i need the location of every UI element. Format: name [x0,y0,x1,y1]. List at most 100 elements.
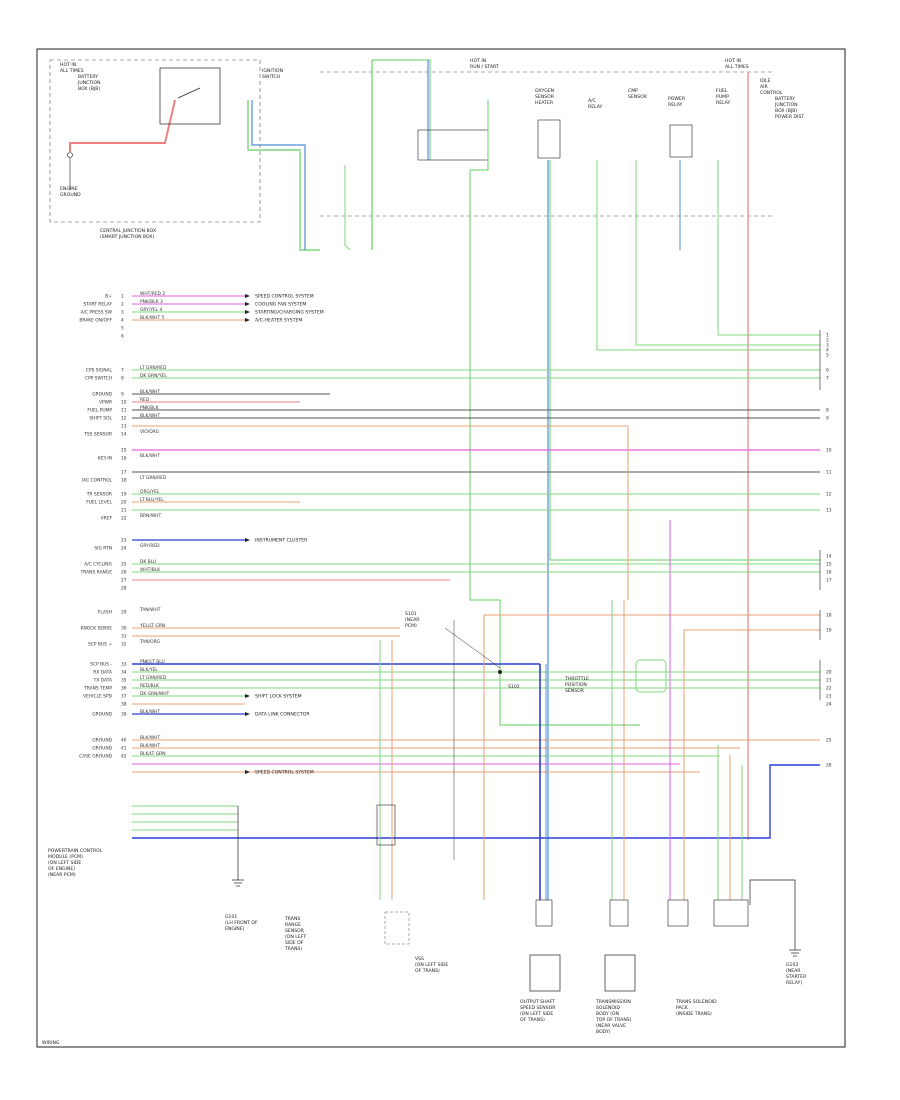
wire-color-code: BLK/WHT [140,413,160,419]
right-connector-pin: 5 [826,353,829,359]
oxygen-heater-relay [537,119,561,159]
pcm-pin-number: 35 [121,678,127,684]
hot-run-feed-branch [372,59,431,160]
wire-color-code: BLK/WHT [140,389,160,395]
component-label-engine-ground: GROUND [60,192,81,198]
component-label-fuse-pack: TRANS SOLENOID [675,999,717,1005]
pcm-pin-number: 3 [121,310,124,316]
component-label-comp-5: FUEL [716,88,728,94]
wire-color-code: GRY/YEL 4 [140,307,163,313]
bottom-drop-wires [237,426,820,900]
pcm-pin-number: 33 [121,662,127,668]
cross-reference-note: DATA LINK CONNECTOR [255,712,310,718]
pcm-pin-number: 24 [121,546,127,552]
pcm-pin-label: TX DATA [93,678,112,684]
wire-color-code: BLK/WHT [140,709,160,715]
component-label-hot-right: ALL TIMES [725,64,749,70]
component-label-central-junction: (SMART JUNCTION BOX) [100,234,155,240]
wire-color-code: PNK/BLK [140,405,159,411]
pcm-pin-number: 11 [121,408,127,414]
component-label-ground-g1: ENGINE) [225,926,245,932]
wire-color-code: YEL/LT GRN [139,623,165,629]
pcm-pin-label: VREF [101,516,113,522]
wire-color-code: BLK/WHT [140,735,160,741]
pcm-pin-number: 28 [121,586,127,592]
pcm-pin-label: SHIFT SOL [89,416,112,422]
component-label-trans-temp: RANGE [285,922,301,928]
component-label-comp-2: A/C [588,98,596,104]
component-label-trans-temp: TRANS [284,916,300,922]
pcm-pin-label: VPWR [99,400,112,406]
splice-s101 [498,670,502,674]
ignition-run-wire [247,100,320,251]
right-connector-pin: 9 [826,416,829,422]
pcm-pin-number: 22 [121,516,127,522]
right-connector-pin: 4 [826,348,829,354]
splice-leader [444,627,501,669]
component-label-shift-sensor: OUTPUT SHAFT [520,999,555,1005]
component-label-ignition-switch: SWITCH [262,74,280,80]
pcm-pin-number: 25 [121,562,127,568]
component-label-ignition-switch: IGNITION [262,68,283,74]
wire-color-code: PNK/LT BLU [140,659,165,665]
component-label-pcm: MODULE (PCM) [48,854,83,860]
component-label-shift-sensor: SPEED SENSOR [520,1005,556,1011]
pcm-pin-number: 7 [121,368,124,374]
throttle-sensor-label: SENSOR [565,688,585,694]
pcm-pin-label: B+ [105,294,112,300]
right-connector-pin: 21 [826,678,832,684]
component-label-hot-left: HOT IN [60,62,76,68]
throttle-sensor-label: THROTTLE [564,676,589,682]
battery-feed-wire [69,99,176,152]
pcm-pin-number: 16 [121,456,127,462]
wire-color-code: GRY/RED [140,543,160,549]
pcm-pin-label: GROUND [92,738,112,744]
arrow-icon [245,310,250,314]
wire-color-code: LT GRN/RED [140,675,167,681]
pcm-pin-number: 20 [121,500,127,506]
pcm-pin-label: CPS SIGNAL [86,368,113,374]
right-connector-pin: 20 [826,670,832,676]
fuse-output-1 [344,165,351,251]
pcm-pin-number: 42 [121,754,127,760]
cross-reference-note: SPEED CONTROL SYSTEM [255,294,314,300]
right-connector-pin: 3 [826,343,829,349]
fuse-icon [67,152,73,158]
left-connector-wires [132,295,820,839]
component-label-shift-sensor: (ON LEFT SIDE [520,1011,553,1017]
pcm-pin-label: BRAKE ON/OFF [79,318,112,324]
component-label-pcm: POWERTRAIN CONTROL [48,848,103,854]
wire-color-code: DK BLU [140,559,156,565]
pcm-pin-label: TRANS RANGE [80,570,113,576]
right-connector-pin: 25 [826,738,832,744]
component-label-trans-temp: (ON LEFT [285,934,306,940]
pcm-pin-label: GROUND [92,392,112,398]
component-label-comp-5: RELAY [716,100,731,106]
wire-color-code: TAN/ORG [139,639,161,645]
wire-color-code: VIO/ORG [140,429,160,435]
bottom-connectors [376,804,796,992]
pcm-pin-number: 15 [121,448,127,454]
pcm-pin-number: 13 [121,424,127,430]
pcm-pin-label: TR SENSOR [86,492,112,498]
wire-color-code: DK GRN/YEL [140,373,167,379]
pcm-pin-number: 17 [121,470,127,476]
right-connector-pin: 15 [826,562,832,568]
wire-color-code: TAN/WHT [139,607,161,613]
pcm-pin-number: 34 [121,670,127,676]
right-connector-pin: 2 [826,338,829,344]
arrow-icon [245,712,250,716]
component-label-comp-1: HEATER [535,100,554,106]
arrow-icon [245,538,250,542]
component-label-comp-6: AIR [760,84,768,90]
component-label-trans-temp: TRANS) [284,946,302,952]
arrow-icon [245,302,250,306]
pcm-pin-label: TSS SENSOR [83,432,112,438]
cmp-wire [635,160,820,346]
component-label-pcm: (NEAR PCM) [48,872,76,878]
component-label-shift-sensor: OF TRANS) [520,1017,545,1023]
pcm-power-wire [469,100,640,726]
component-label-comp-2: RELAY [588,104,603,110]
pcm-pin-label: KNOCK SENSE [81,626,113,632]
splice-label: PCM) [405,623,417,629]
